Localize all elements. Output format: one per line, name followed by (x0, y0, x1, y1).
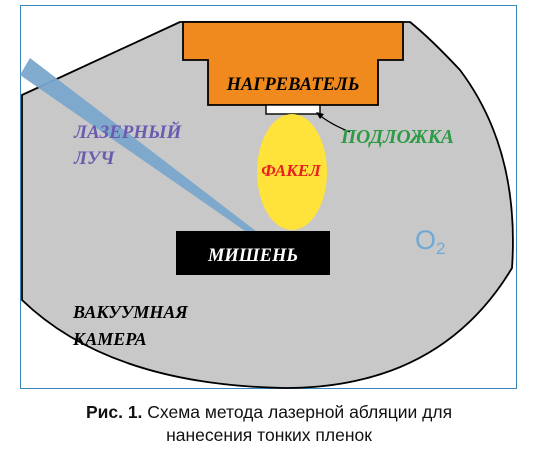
chamber-label-line1: ВАКУУМНАЯ (72, 302, 188, 322)
plasma-plume (257, 114, 327, 230)
caption-line-2: нанесения тонких пленок (166, 425, 372, 445)
caption-figure-number: Рис. 1. (85, 402, 143, 422)
laser-beam (20, 58, 265, 240)
substrate-label: ПОДЛОЖКА (340, 127, 454, 148)
caption-line-1-text: Схема метода лазерной абляции для (142, 402, 453, 422)
plume-label: ФАКЕЛ (261, 161, 322, 180)
chamber-label-line2: КАМЕРА (72, 329, 147, 349)
oxygen-symbol: O (415, 225, 436, 255)
heater (182, 21, 404, 106)
caption-line-1: Рис. 1. Схема метода лазерной абляции дл… (0, 401, 538, 424)
substrate-pointer-arrowhead (316, 112, 324, 119)
figure-caption: Рис. 1. Схема метода лазерной абляции дл… (0, 401, 538, 447)
target-label: МИШЕНЬ (207, 246, 298, 266)
target (176, 231, 330, 275)
figure-frame (20, 5, 517, 389)
oxygen-subscript: 2 (436, 239, 445, 258)
heater-label: НАГРЕВАТЕЛЬ (226, 75, 360, 95)
laser-label-line2: ЛУЧ (73, 148, 115, 169)
substrate (265, 104, 321, 115)
oxygen-label: O2 (415, 225, 445, 258)
laser-label-line1: ЛАЗЕРНЫЙ (73, 120, 183, 143)
